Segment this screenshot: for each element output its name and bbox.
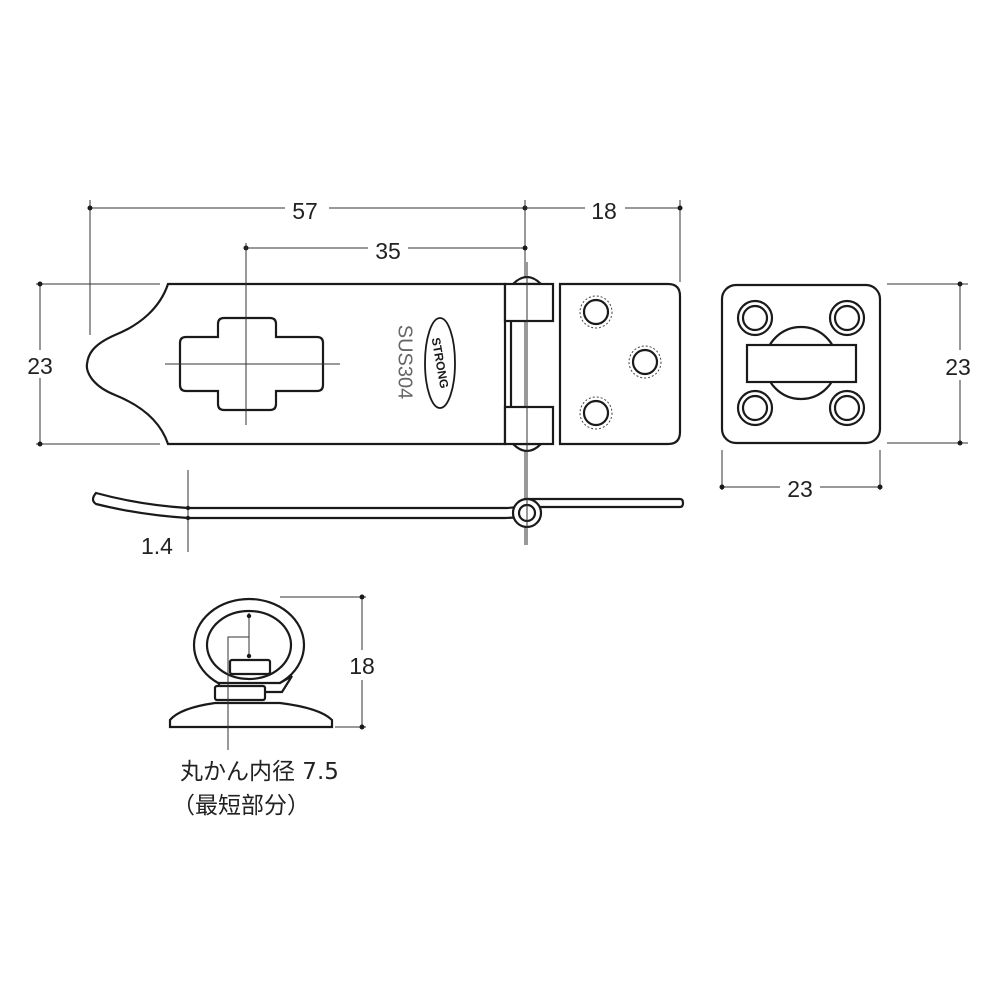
screw-holes xyxy=(579,295,662,430)
dim-staple-width-label: 23 xyxy=(787,476,813,502)
staple-holes xyxy=(736,299,866,427)
dim-57-label: 57 xyxy=(292,198,318,224)
dim-23-left: 23 xyxy=(22,281,160,447)
dim-staple-projection-label: 18 xyxy=(349,653,375,679)
staple-side-view: 18 xyxy=(168,594,383,750)
hasp-top-view: STRONG SUS304 xyxy=(85,243,682,470)
ring-inner-diameter-note: 丸かん内径 7.5 xyxy=(180,759,339,785)
ring-note-shortest: （最短部分） xyxy=(172,793,310,819)
dim-18-leaf: 18 xyxy=(524,195,683,545)
dim-18-label: 18 xyxy=(591,198,617,224)
staple-top-view: 23 23 xyxy=(719,281,980,502)
material-marking: SUS304 xyxy=(394,325,416,400)
dim-35-label: 35 xyxy=(375,238,401,264)
hasp-side-view: 1.4 xyxy=(91,470,685,559)
dim-57: 57 xyxy=(87,195,528,335)
dim-thickness-label: 1.4 xyxy=(141,533,173,559)
dim-23-left-label: 23 xyxy=(27,353,53,379)
dim-35: 35 xyxy=(243,235,528,264)
dim-staple-height-label: 23 xyxy=(945,354,971,380)
